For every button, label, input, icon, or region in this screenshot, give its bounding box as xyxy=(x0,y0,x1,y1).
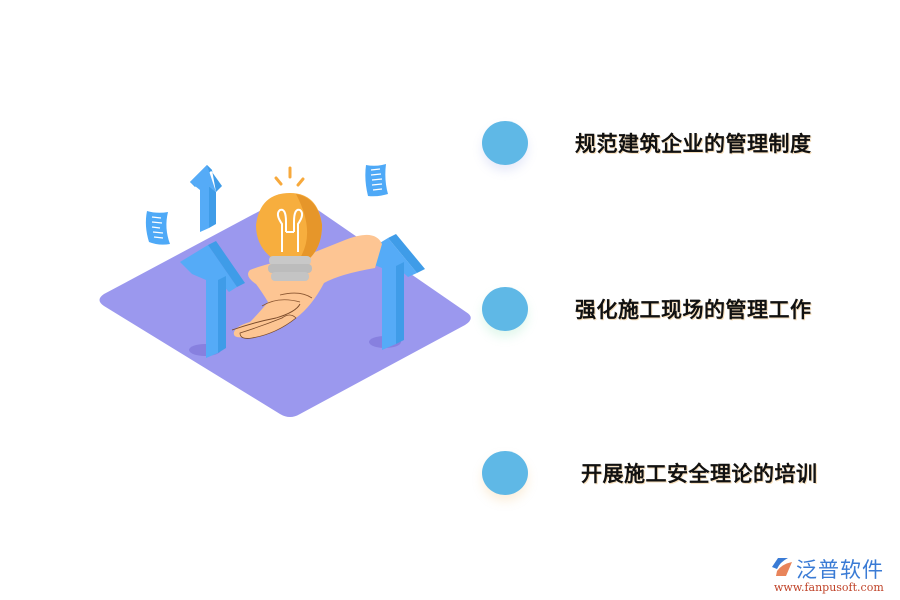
bullet-dot xyxy=(482,451,528,495)
up-arrow-icon xyxy=(190,165,222,232)
up-arrow-icon xyxy=(360,234,425,350)
list-item: 强化施工现场的管理工作 xyxy=(482,284,811,334)
hand-icon xyxy=(231,234,382,339)
brand-watermark: 泛普软件 www.fanpusoft.com xyxy=(768,554,898,596)
brand-name: 泛普软件 xyxy=(796,558,884,582)
up-arrow-icon xyxy=(180,241,245,358)
brand-url: www.fanpusoft.com xyxy=(774,581,884,594)
list-item: 开展施工安全理论的培训 xyxy=(482,448,817,498)
list-item: 规范建筑企业的管理制度 xyxy=(482,118,811,168)
bullet-dot xyxy=(482,121,528,165)
document-icon xyxy=(365,164,388,197)
document-icon xyxy=(145,211,170,245)
lightbulb-icon xyxy=(256,166,322,281)
brand-logo-icon xyxy=(772,558,792,576)
item-label: 规范建筑企业的管理制度 xyxy=(575,132,812,156)
bullet-dot xyxy=(482,287,528,331)
item-label: 开展施工安全理论的培训 xyxy=(581,462,818,486)
item-label: 强化施工现场的管理工作 xyxy=(575,298,812,322)
